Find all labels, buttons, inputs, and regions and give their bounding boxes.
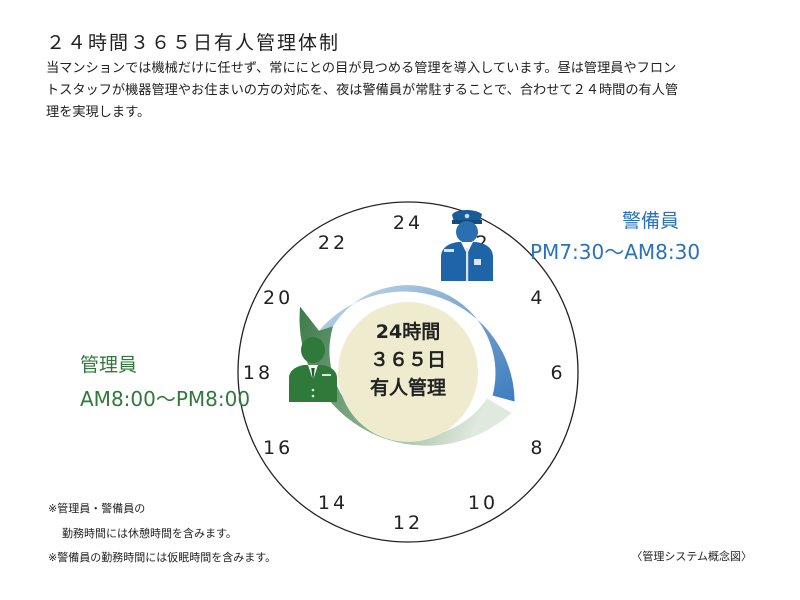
clock-hour-label: 20 bbox=[263, 287, 293, 309]
clock-hour-label: 14 bbox=[318, 492, 348, 514]
footnote: ※管理員・警備員の bbox=[48, 502, 146, 515]
manager-label: 管理員 bbox=[80, 354, 138, 376]
manager-hours: AM8:00〜PM8:00 bbox=[80, 387, 251, 411]
guard-hours: PM7:30〜AM8:30 bbox=[530, 240, 701, 264]
intro-text: 当マンションでは機械だけに任せず、常ににとの目が見つめる管理を導入しています。昼… bbox=[46, 58, 766, 124]
clock-hour-label: 22 bbox=[318, 232, 348, 254]
manager-icon bbox=[289, 337, 337, 402]
footnote: 勤務時間には休憩時間を含みます。 bbox=[62, 527, 237, 540]
center-disc bbox=[338, 302, 478, 442]
footnote: ※警備員の勤務時間には仮眠時間を含みます。 bbox=[48, 551, 277, 564]
figure-caption: 〈管理システム概念図〉 bbox=[631, 550, 752, 563]
guard-shift-arc bbox=[319, 285, 515, 402]
intro-line: 当マンションでは機械だけに任せず、常ににとの目が見つめる管理を導入しています。昼… bbox=[46, 61, 677, 76]
intro-line: 理を実現します。 bbox=[46, 105, 151, 120]
center-text-line: 24時間 bbox=[376, 321, 440, 343]
center-text-line: ３６５日 bbox=[370, 349, 446, 371]
guard-label: 警備員 bbox=[622, 210, 680, 232]
clock-hour-label: 12 bbox=[393, 512, 423, 534]
clock-hour-label: 6 bbox=[550, 362, 565, 384]
clock-hour-label: 24 bbox=[393, 212, 423, 234]
clock-hour-label: 8 bbox=[530, 437, 545, 459]
clock-hour-label: 10 bbox=[468, 492, 498, 514]
page-title: ２４時間３６５日有人管理体制 bbox=[46, 32, 341, 54]
center-text-line: 有人管理 bbox=[370, 376, 446, 399]
security-guard-icon bbox=[441, 209, 493, 281]
clock-hour-label: 18 bbox=[243, 362, 273, 384]
clock-hour-label: 16 bbox=[263, 437, 293, 459]
clock-hour-label: 4 bbox=[530, 287, 545, 309]
intro-line: トスタッフが機器管理やお住まいの方の対応を、夜は警備員が常駐することで、合わせて… bbox=[46, 83, 679, 98]
